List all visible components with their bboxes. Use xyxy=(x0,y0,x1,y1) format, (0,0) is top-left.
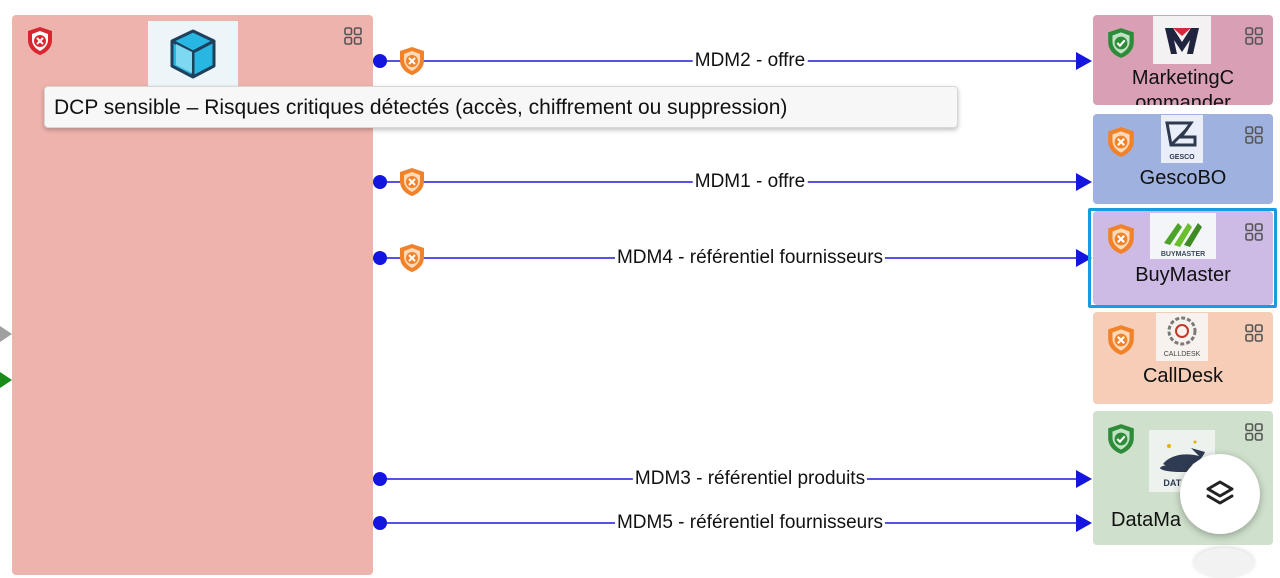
edge-arrowhead xyxy=(1076,52,1092,70)
grid-icon[interactable] xyxy=(1245,223,1263,241)
edge-start-dot[interactable] xyxy=(373,54,387,68)
edge-label[interactable]: MDM1 - offre xyxy=(692,171,808,193)
orange-shield-x-icon xyxy=(1108,127,1134,157)
target-label: CallDesk xyxy=(1142,365,1224,387)
edge-start-dot[interactable] xyxy=(373,516,387,530)
edge-arrowhead xyxy=(1076,470,1092,488)
cube-icon xyxy=(170,29,216,79)
marketingcommander-logo xyxy=(1153,15,1211,65)
source-tooltip: DCP sensible – Risques critiques détecté… xyxy=(44,86,958,128)
edge-label[interactable]: MDM3 - référentiel produits xyxy=(632,468,868,490)
target-label: GescoBO xyxy=(1139,167,1227,189)
target-node-marketingcommander[interactable]: MarketingC ommander xyxy=(1093,15,1273,105)
edge-label[interactable]: MDM4 - référentiel fournisseurs xyxy=(614,247,886,269)
orange-shield-x-icon xyxy=(1108,224,1134,254)
green-shield-check-icon xyxy=(1108,28,1134,58)
edge-arrowhead xyxy=(1076,514,1092,532)
grid-icon[interactable] xyxy=(344,27,362,45)
edge-arrowhead xyxy=(1076,173,1092,191)
orange-shield-x-icon xyxy=(1108,127,1134,157)
green-shield-check-icon xyxy=(1108,424,1134,454)
gescobo-logo: GESCO xyxy=(1153,114,1211,164)
orange-shield-x-icon xyxy=(400,168,424,196)
grid-icon[interactable] xyxy=(1245,126,1263,144)
source-logo xyxy=(148,21,238,87)
grid-icon[interactable] xyxy=(1245,324,1263,342)
svg-text:GESCO: GESCO xyxy=(1169,154,1195,161)
selection-outline xyxy=(1088,208,1277,308)
orange-shield-x-icon xyxy=(1108,325,1134,355)
layers-icon xyxy=(1206,480,1234,505)
grid-icon[interactable] xyxy=(1245,27,1263,45)
svg-text:DATAM: DATAM xyxy=(1163,478,1194,488)
edge-start-dot[interactable] xyxy=(373,251,387,265)
edge-start-dot[interactable] xyxy=(373,175,387,189)
incoming-arrow-gray xyxy=(0,326,12,342)
target-label: DataMa xyxy=(1111,509,1182,531)
orange-shield-x-icon xyxy=(1108,224,1134,254)
edge-label[interactable]: MDM2 - offre xyxy=(692,50,808,72)
svg-text:BUYMASTER: BUYMASTER xyxy=(1161,251,1205,258)
edge-arrowhead xyxy=(1076,249,1092,267)
orange-shield-x-icon xyxy=(1108,325,1134,355)
edge-start-dot[interactable] xyxy=(373,472,387,486)
green-shield-check-icon xyxy=(1108,424,1134,454)
edge-label[interactable]: MDM5 - référentiel fournisseurs xyxy=(614,512,886,534)
svg-text:CALLDESK: CALLDESK xyxy=(1164,351,1201,358)
target-label: BuyMaster xyxy=(1135,264,1231,286)
layers-button[interactable] xyxy=(1180,454,1260,534)
target-label: MarketingC ommander xyxy=(1131,67,1235,105)
orange-shield-x-icon xyxy=(400,47,424,75)
red-shield-x-icon xyxy=(28,27,52,55)
buymaster-logo: BUYMASTER xyxy=(1149,211,1217,261)
green-shield-check-icon xyxy=(1108,28,1134,58)
orange-shield-x-icon xyxy=(400,244,424,272)
grid-icon[interactable] xyxy=(1245,423,1263,441)
secondary-fab[interactable] xyxy=(1194,548,1254,578)
incoming-arrow-green xyxy=(0,372,12,388)
calldesk-logo: CALLDESK xyxy=(1153,312,1211,362)
